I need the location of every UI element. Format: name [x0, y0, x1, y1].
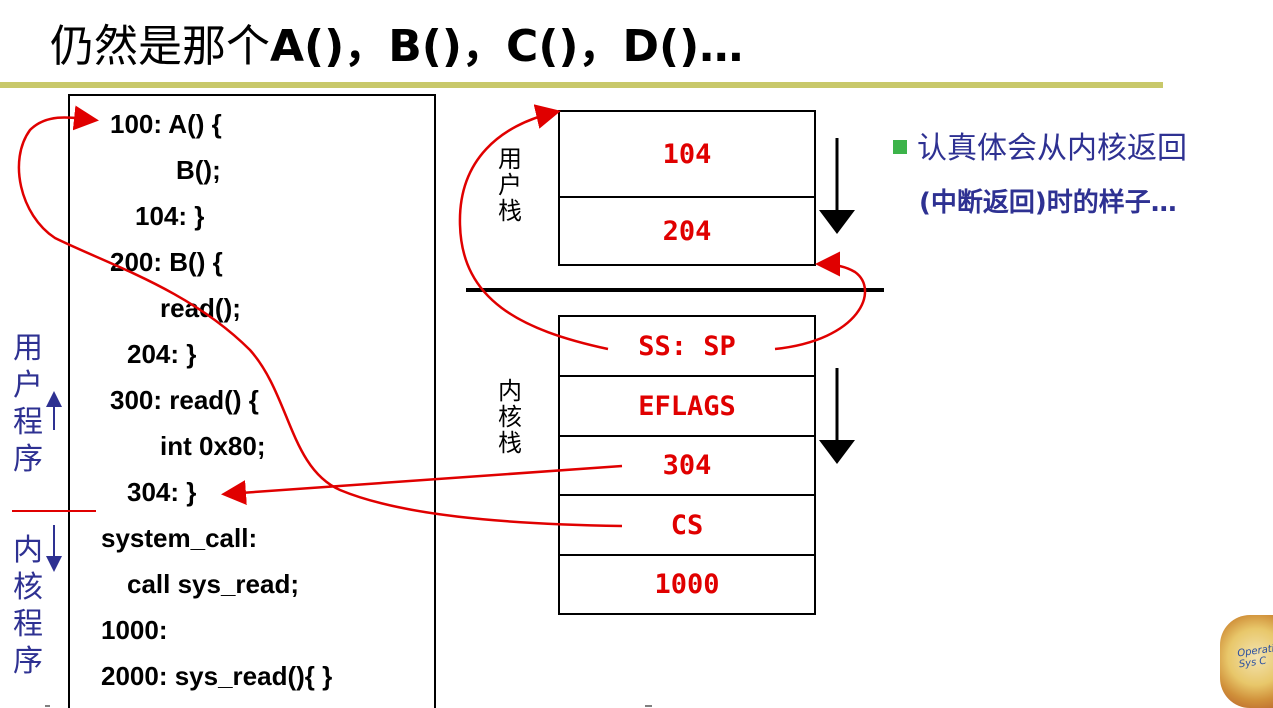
- code-line-call-b: B();: [176, 155, 221, 185]
- user-stack-restore-arrow: [458, 104, 609, 351]
- course-logo: Operating Sys C: [1220, 615, 1273, 708]
- title-code: A()，B()，C()，D()…: [270, 21, 744, 72]
- return-to-304-arrow: [221, 464, 623, 506]
- code-line-int-0x80: int 0x80;: [160, 431, 266, 461]
- explanation-note: 认真体会从内核返回 (中断返回)时的样子…: [893, 122, 1187, 230]
- code-line-sys-read: 2000: sys_read(){ }: [101, 661, 333, 691]
- code-line-system-call: system_call:: [101, 523, 258, 553]
- cs-return-arrow: [17, 105, 623, 528]
- code-line-b-end: 204: }: [127, 339, 197, 369]
- code-line-call-read: read();: [160, 293, 241, 323]
- kernel-stack-label: 内核栈: [498, 377, 522, 457]
- ss-sp-return-arrow: [774, 251, 867, 351]
- code-line-a-start: 100: A() {: [110, 109, 222, 139]
- note-line-1: 认真体会从内核返回: [893, 122, 1187, 176]
- kernel-stack-cell: 1000: [558, 554, 816, 615]
- bullet-icon: [893, 139, 907, 154]
- user-stack-label: 用户栈: [498, 145, 522, 225]
- user-program-label: 用户程序: [13, 331, 43, 477]
- title-prefix: 仍然是那个: [50, 21, 270, 72]
- code-line-1000: 1000:: [101, 615, 168, 645]
- code-listing-box: [68, 94, 436, 708]
- page-title: 仍然是那个A()，B()，C()，D()…: [50, 10, 743, 74]
- note-line-2: (中断返回)时的样子…: [919, 188, 1177, 218]
- kernel-program-label: 内核程序: [13, 533, 43, 679]
- title-divider: [0, 82, 1163, 88]
- code-line-read-end: 304: }: [127, 477, 197, 507]
- user-stack-cell: 204: [558, 196, 816, 266]
- code-line-call-sys-read: call sys_read;: [127, 569, 300, 599]
- code-line-read-start: 300: read() {: [110, 385, 259, 415]
- note-line-1-text: 认真体会从内核返回: [917, 131, 1187, 166]
- code-line-a-end: 104: }: [135, 201, 205, 231]
